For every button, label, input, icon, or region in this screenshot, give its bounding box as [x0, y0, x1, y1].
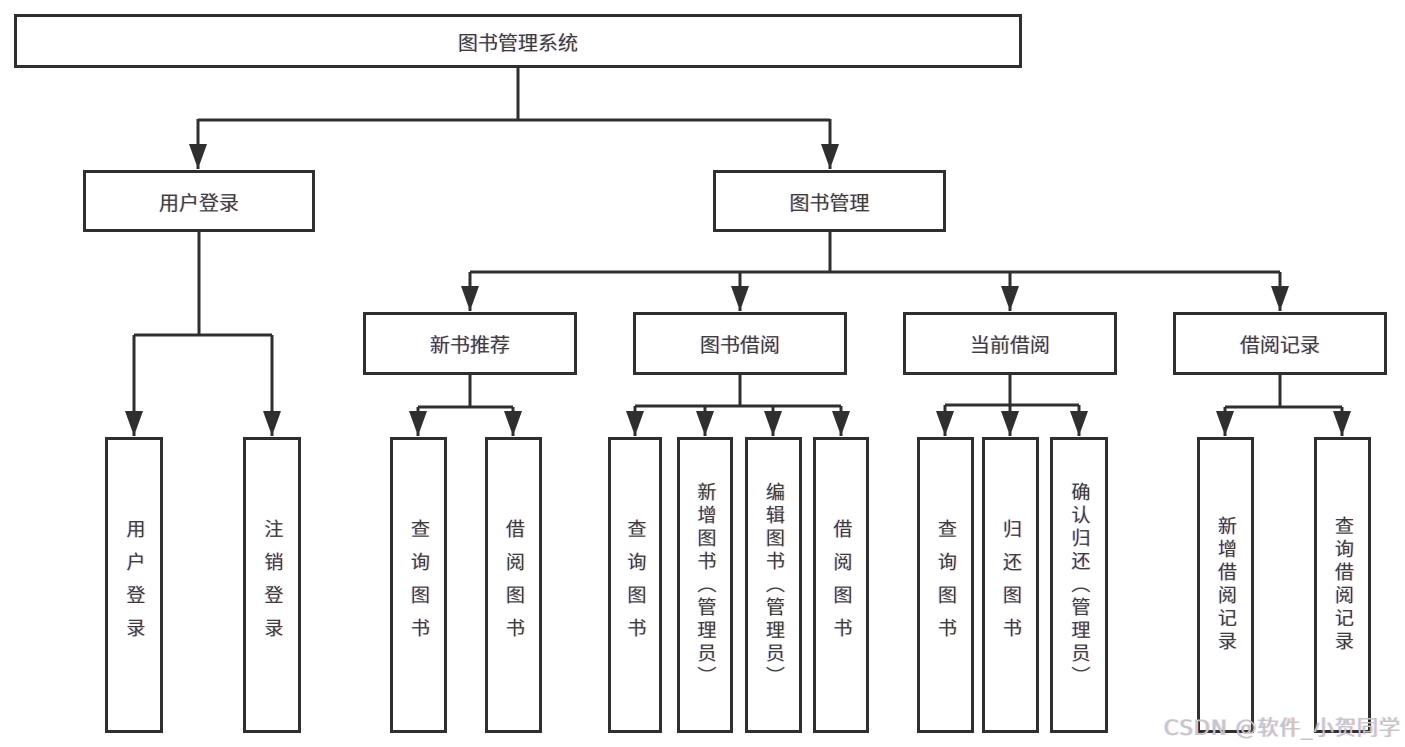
- node-label: 借阅图书: [830, 519, 853, 651]
- node-label: 借阅图书: [503, 519, 525, 651]
- node-label: 用户登录: [123, 519, 146, 651]
- leaf-newbook-query-books: 查询图书: [390, 437, 447, 733]
- node-label: 借阅记录: [1240, 333, 1320, 357]
- node-label: 图书借阅: [700, 333, 780, 357]
- node-label: 查询图书: [408, 519, 430, 651]
- connector-borrow-records-bus: [1225, 375, 1342, 409]
- node-user-login-branch: 用户登录: [83, 170, 315, 232]
- node-label: 查询图书: [935, 519, 957, 651]
- leaf-records-add-record: 新增借阅记录: [1197, 437, 1254, 733]
- leaf-borrow-query-books: 查询图书: [608, 437, 662, 733]
- leaf-current-confirm-return-admin: 确认归还（管理员）: [1050, 437, 1108, 733]
- leaf-logout-login: 注销登录: [243, 437, 301, 733]
- leaf-current-return-books: 归还图书: [982, 437, 1039, 733]
- node-label: 归还图书: [1000, 519, 1022, 651]
- node-label: 图书管理系统: [458, 30, 578, 55]
- node-label: 注销登录: [261, 519, 284, 651]
- node-label: 图书管理: [789, 190, 870, 215]
- node-label: 编辑图书（管理员）: [763, 481, 785, 689]
- leaf-newbook-borrow-books: 借阅图书: [485, 437, 542, 733]
- connector-group: [125, 68, 1351, 436]
- node-label: 新增图书（管理员）: [694, 481, 717, 689]
- connector-book-management-bus: [470, 232, 1280, 274]
- leaf-records-query-record: 查询借阅记录: [1314, 437, 1371, 733]
- node-borrow-records: 借阅记录: [1173, 312, 1387, 375]
- node-current-borrow: 当前借阅: [903, 312, 1117, 375]
- csdn-watermark: CSDN @软件_小贺同学: [1163, 716, 1401, 740]
- leaf-borrow-edit-books-admin: 编辑图书（管理员）: [745, 437, 802, 733]
- leaf-borrow-borrow-books: 借阅图书: [813, 437, 869, 733]
- connector-book-borrow-bus: [635, 375, 841, 408]
- leaf-user-login: 用户登录: [105, 437, 163, 733]
- node-label: 查询图书: [624, 519, 647, 651]
- node-label: 新书推荐: [430, 333, 510, 357]
- connector-user-login-bus: [134, 232, 272, 337]
- connector-root-bus: [198, 68, 830, 122]
- node-book-borrow: 图书借阅: [633, 312, 847, 375]
- node-root: 图书管理系统: [14, 14, 1022, 68]
- node-book-management-branch: 图书管理: [713, 170, 946, 232]
- node-label: 查询借阅记录: [1332, 516, 1354, 654]
- node-new-book-recommend: 新书推荐: [363, 312, 577, 375]
- leaf-current-query-books: 查询图书: [917, 437, 974, 733]
- node-label: 新增借阅记录: [1215, 516, 1237, 654]
- node-label: 当前借阅: [970, 333, 1050, 357]
- leaf-borrow-add-books-admin: 新增图书（管理员）: [677, 437, 733, 733]
- connector-current-borrow-bus: [945, 375, 1079, 407]
- connector-new-book-recommend-bus: [418, 375, 513, 409]
- node-label: 确认归还（管理员）: [1068, 481, 1091, 689]
- node-label: 用户登录: [159, 190, 239, 215]
